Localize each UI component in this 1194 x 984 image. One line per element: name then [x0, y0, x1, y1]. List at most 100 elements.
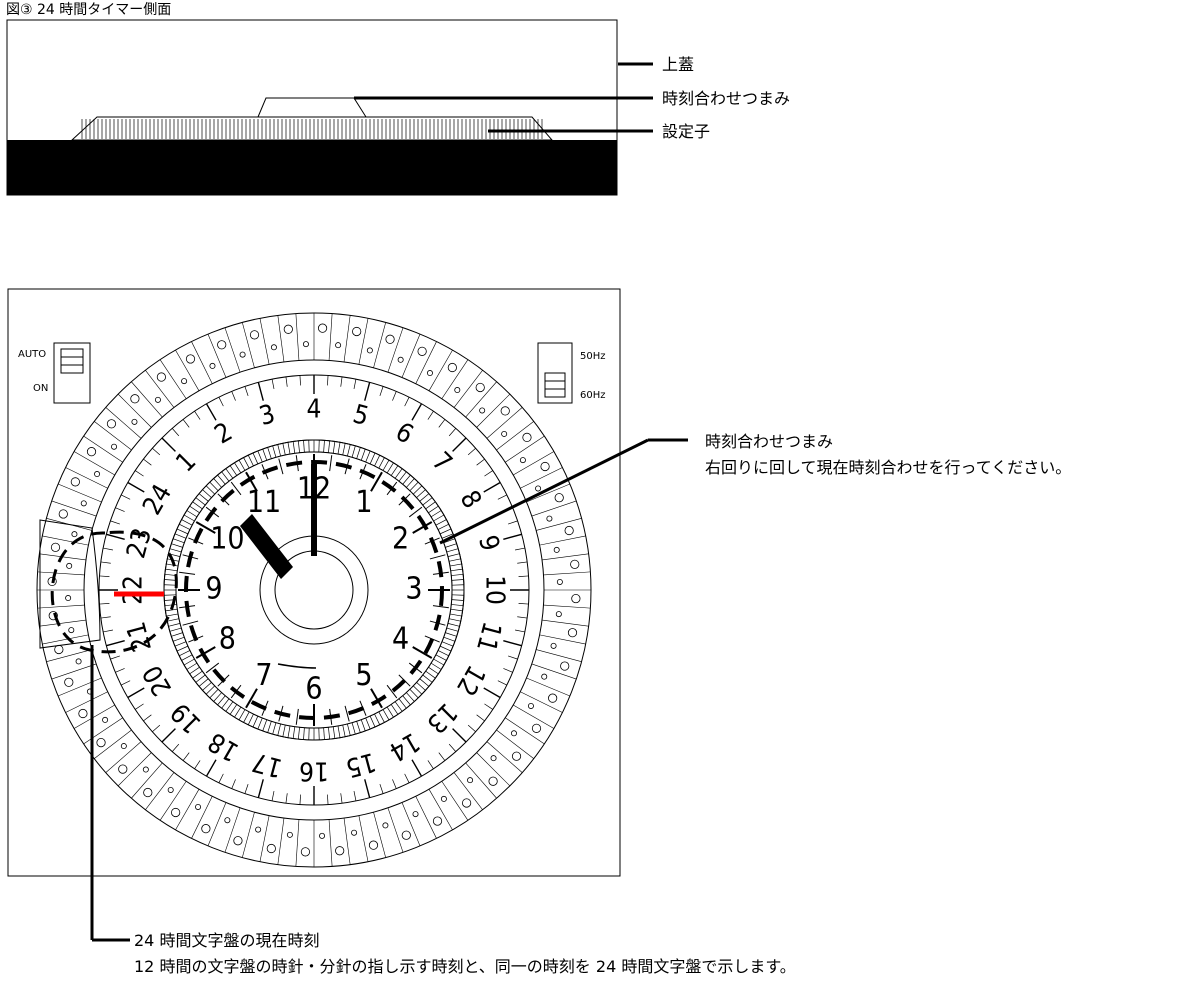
dial-12h-label: 4 — [392, 622, 409, 657]
dial-12h-label: 2 — [392, 522, 409, 557]
setter-hole — [130, 394, 140, 404]
switch-right-bottom: 60Hz — [580, 390, 606, 401]
segment-divider — [428, 349, 453, 391]
tick-24h — [135, 470, 144, 477]
setter-hole — [156, 372, 166, 382]
setter-hole — [317, 323, 328, 333]
knob-tooth — [356, 447, 361, 459]
knob-tooth — [394, 468, 403, 479]
knob-tooth — [221, 698, 230, 709]
setter-hole — [564, 525, 574, 536]
dial-24h-label: 9 — [472, 532, 505, 554]
setter-hole — [479, 407, 486, 414]
knob-tooth — [165, 608, 178, 612]
segment-divider — [145, 370, 175, 408]
segment-divider — [39, 619, 87, 627]
tick-12h — [205, 662, 220, 674]
setter-hole — [553, 546, 560, 553]
knob-tooth — [252, 715, 259, 728]
setter-hole — [68, 627, 75, 634]
callout-24h-desc: 12 時間の文字盤の時針・分針の指し示す時刻と、同一の時刻を 24 時間文字盤で… — [134, 957, 796, 976]
tick-24h — [483, 687, 501, 699]
setter-hole — [94, 471, 101, 478]
setter-hole — [490, 755, 497, 762]
tick-24h — [152, 447, 161, 456]
tick-24h — [299, 375, 301, 386]
segment-divider — [159, 359, 187, 399]
hz-switch[interactable] — [537, 342, 573, 404]
knob-tooth — [435, 519, 447, 526]
tick-12h — [217, 493, 230, 506]
segment-divider — [159, 781, 187, 821]
tick-24h — [103, 629, 114, 633]
tick-12h — [188, 635, 204, 643]
segment-divider — [358, 318, 369, 365]
setter-hole — [555, 611, 562, 618]
knob-tooth — [390, 465, 399, 476]
tick-24h — [143, 714, 152, 722]
tick-12h — [432, 605, 449, 609]
setter-hole — [560, 661, 570, 671]
knob-tooth — [449, 613, 462, 617]
knob-tooth — [234, 706, 242, 718]
knob-tooth — [323, 727, 325, 740]
knob-tooth — [445, 632, 457, 637]
tick-24h — [127, 481, 145, 493]
setter-hole — [217, 340, 227, 350]
tick-12h — [408, 662, 423, 674]
segment-divider — [175, 789, 200, 831]
segment-divider — [83, 717, 123, 745]
tick-24h — [411, 759, 423, 777]
knob-tooth — [247, 455, 254, 467]
setter-hole — [462, 798, 472, 808]
segment-divider — [536, 518, 582, 531]
knob-tooth — [179, 650, 191, 657]
knob-tooth — [192, 501, 203, 510]
segment-divider — [531, 500, 577, 517]
setter-hole — [185, 354, 196, 364]
dial-24h-label: 11 — [470, 618, 507, 655]
knob-tooth — [229, 465, 238, 476]
tick-24h — [518, 575, 529, 577]
knob-tooth — [277, 723, 281, 736]
tick-24h — [194, 760, 201, 769]
knob-tooth — [171, 543, 183, 548]
tick-12h — [429, 554, 446, 560]
segment-divider — [531, 663, 577, 680]
auto-on-switch[interactable] — [53, 342, 91, 404]
knob-tooth — [445, 543, 457, 548]
segment-divider — [401, 802, 421, 847]
tick-12h — [205, 506, 220, 518]
setter-hole — [181, 378, 188, 385]
knob-tooth — [225, 701, 234, 712]
dial-24h-label: 1 — [170, 446, 202, 478]
dial-24h-label: 14 — [384, 726, 425, 767]
setter-hole — [550, 642, 557, 649]
setter-hole — [571, 593, 581, 604]
segment-divider — [224, 327, 241, 373]
segment-divider — [242, 812, 255, 858]
segment-divider — [465, 762, 497, 799]
tick-24h — [143, 458, 152, 466]
tick-24h — [364, 779, 371, 798]
setter-hole — [302, 341, 309, 348]
tick-24h — [121, 494, 131, 500]
tick-24h — [182, 752, 190, 761]
indicator-dashed-ellipse — [50, 530, 178, 654]
setter-hole — [120, 743, 127, 750]
dial-24h-label: 20 — [137, 660, 178, 701]
tick-12h — [412, 646, 433, 659]
knob-tooth — [164, 579, 177, 581]
setter-hole — [154, 396, 161, 403]
setter-hole — [224, 817, 231, 824]
callout-knob-desc: 右回りに回して現在時刻合わせを行ってください。 — [705, 458, 1071, 477]
tick-24h — [411, 403, 423, 421]
setter-hole — [171, 807, 181, 818]
setter-hole — [65, 595, 72, 602]
segment-divider — [145, 772, 175, 810]
knob-tooth — [282, 724, 286, 737]
setter-hole — [335, 342, 342, 349]
setter-hole — [412, 811, 419, 818]
knob-tooth — [443, 636, 456, 642]
